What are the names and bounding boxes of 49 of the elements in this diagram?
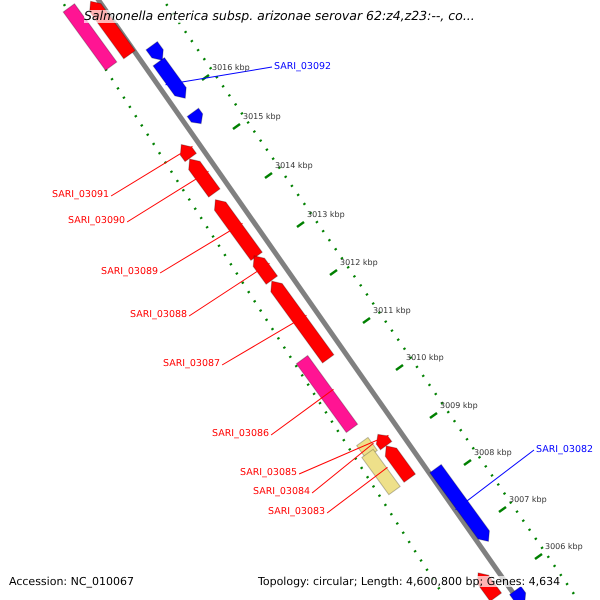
gene-label: SARI_03084 bbox=[253, 487, 310, 496]
scale-label: 3014 kbp bbox=[275, 162, 313, 170]
gene-pointed-block bbox=[252, 255, 278, 285]
gene-label: SARI_03089 bbox=[101, 267, 158, 276]
gene-label: SARI_03088 bbox=[130, 310, 188, 320]
leader-line bbox=[270, 388, 334, 436]
title: Salmonella enterica subsp. arizonae serovar 62:z4,z23:--, co... bbox=[84, 10, 475, 22]
leader-line bbox=[326, 466, 388, 514]
leader-line bbox=[222, 314, 307, 366]
accession-text: Accession: NC_010067 bbox=[9, 576, 134, 587]
gene-pointed-block bbox=[186, 108, 204, 124]
gene-pointed-block bbox=[152, 56, 187, 99]
leader-line bbox=[126, 170, 209, 222]
gene-pointed-block bbox=[270, 280, 335, 364]
leader-line bbox=[165, 66, 272, 86]
gene-block bbox=[361, 448, 401, 496]
gene-label: SARI_03092 bbox=[274, 62, 332, 72]
gene-label: SARI_03082 bbox=[536, 445, 594, 454]
gene-pointed-block bbox=[214, 199, 263, 262]
genome-info-text: Topology: circular; Length: 4,600,800 bp; Genes: 4,634 bbox=[258, 576, 560, 587]
scale-label: 3011 kbp bbox=[373, 307, 411, 315]
leader-line bbox=[160, 222, 243, 274]
scale-label: 3016 kbp bbox=[212, 64, 250, 72]
scale-label: 3008 kbp bbox=[474, 449, 512, 457]
scale-label: 3013 kbp bbox=[307, 211, 345, 219]
scale-label: 3006 kbp bbox=[545, 543, 583, 551]
scale-label: 3009 kbp bbox=[440, 402, 478, 410]
gene-pointed-block bbox=[429, 464, 490, 542]
gene-pointed-block bbox=[180, 144, 198, 162]
leader-line bbox=[110, 146, 193, 196]
scale-label: 3015 kbp bbox=[243, 113, 281, 121]
gene-label: SARI_03090 bbox=[68, 216, 126, 226]
leader-line bbox=[455, 450, 534, 510]
gene-label: SARI_03085 bbox=[240, 468, 298, 478]
gene-pointed-block bbox=[384, 445, 416, 483]
gene-label: SARI_03087 bbox=[163, 359, 220, 368]
leader-line bbox=[188, 262, 270, 316]
gene-label: SARI_03083 bbox=[268, 507, 326, 516]
gene-pointed-block bbox=[376, 434, 392, 450]
gene-label: SARI_03091 bbox=[52, 190, 110, 200]
gene-block bbox=[296, 354, 358, 434]
leader-line bbox=[312, 442, 374, 494]
scale-label: 3010 kbp bbox=[406, 354, 444, 362]
gene-pointed-block bbox=[145, 40, 164, 61]
scale-label: 3007 kbp bbox=[509, 496, 547, 504]
gene-pointed-block bbox=[188, 158, 221, 198]
gene-label: SARI_03086 bbox=[212, 429, 270, 438]
leader-line bbox=[298, 434, 389, 474]
scale-label: 3012 kbp bbox=[340, 259, 378, 267]
